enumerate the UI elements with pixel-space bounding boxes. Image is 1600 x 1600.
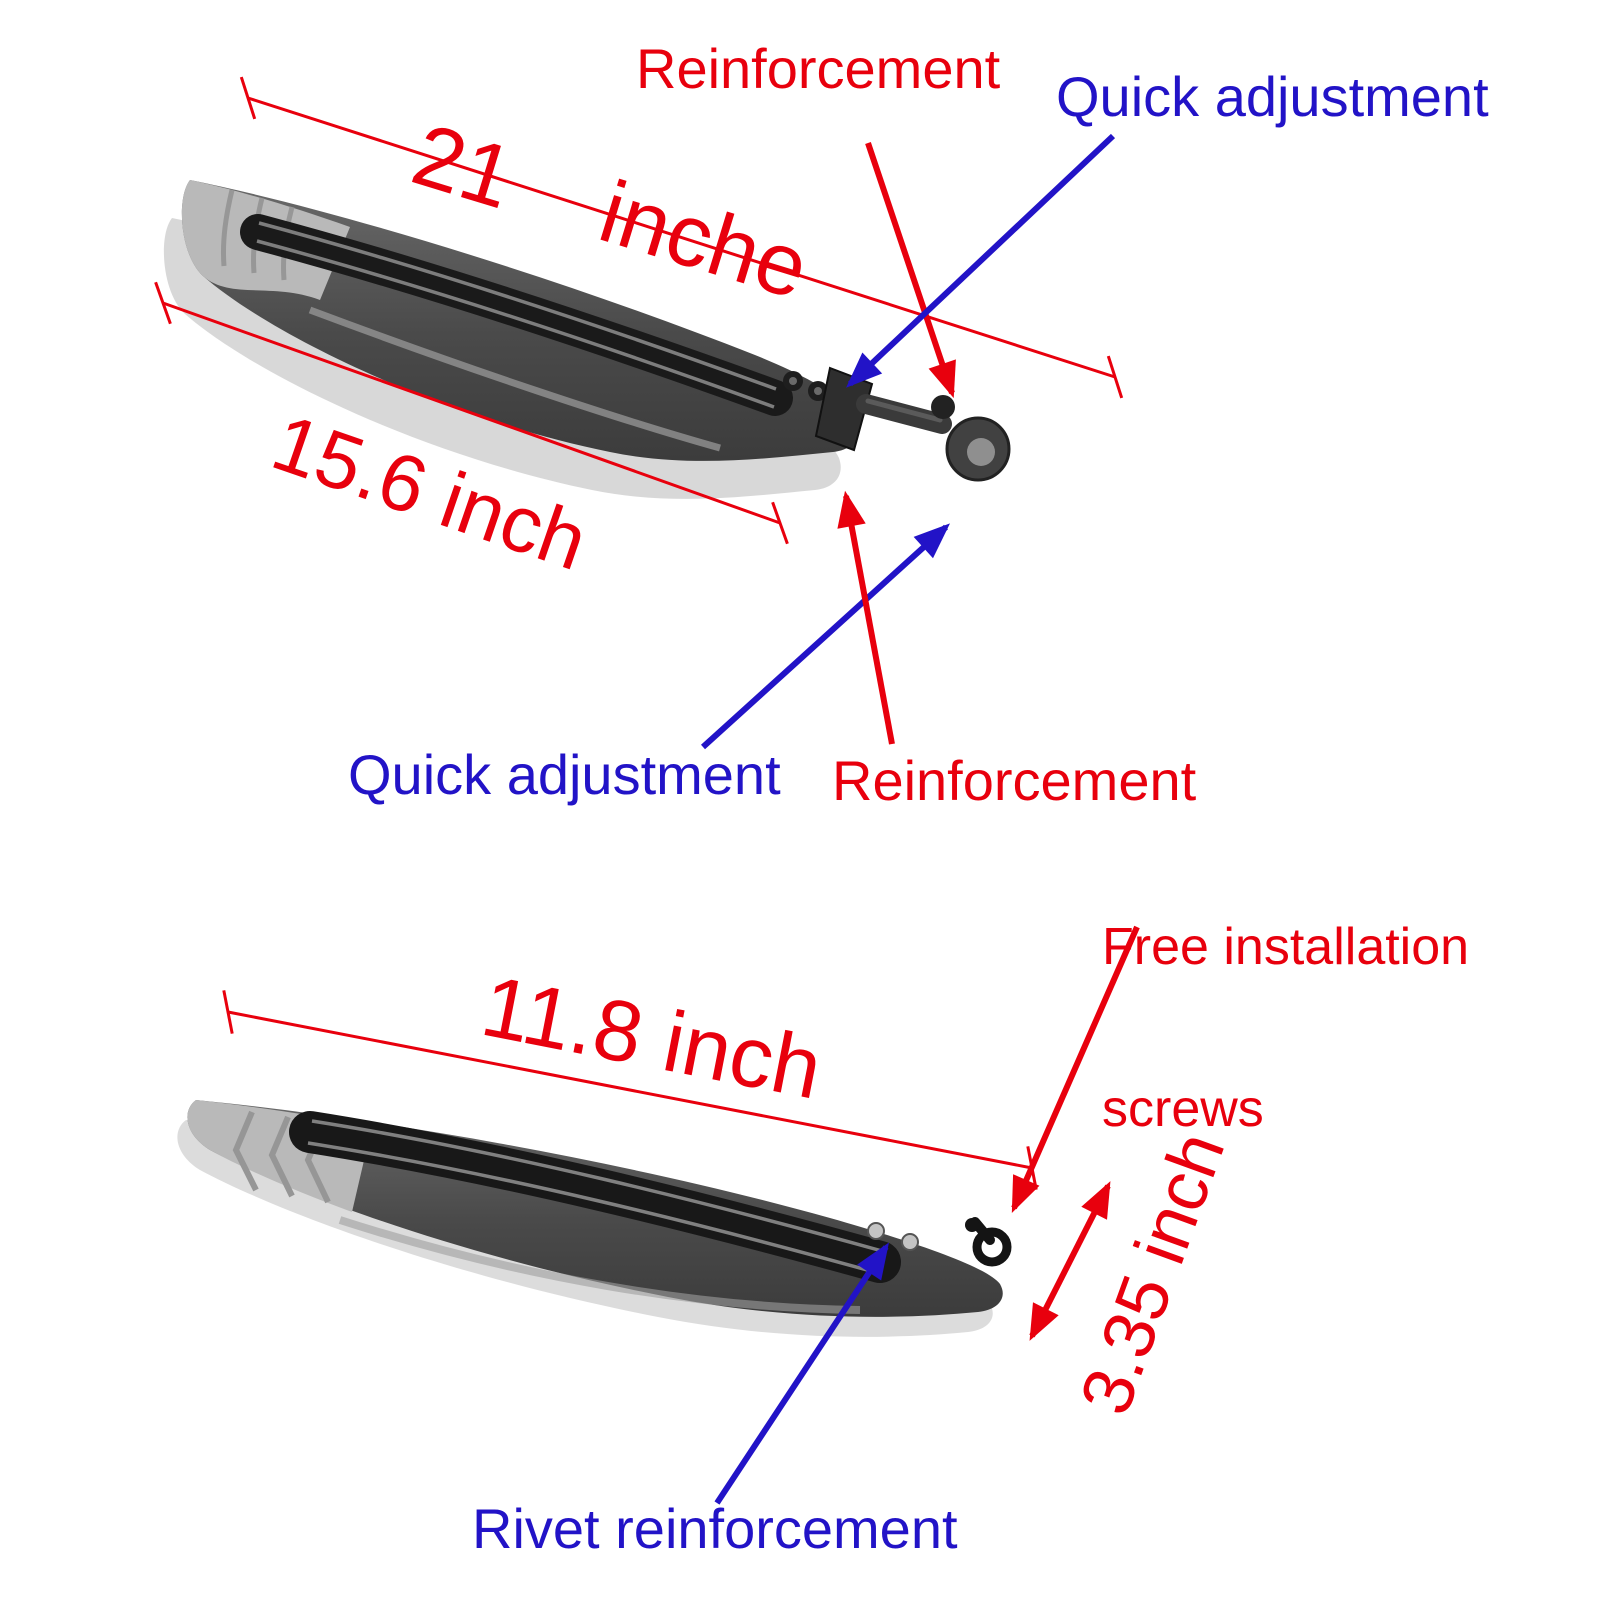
arrow-3-35-inch-width xyxy=(1029,1181,1111,1341)
rear-fender-lower-edge xyxy=(308,306,721,452)
front-fender-pinstripe-lower xyxy=(307,1141,879,1275)
arrow-free-installation-screws xyxy=(1011,925,1140,1213)
rear-fender-pinstripe-upper xyxy=(258,221,777,391)
front-fender-stripe xyxy=(289,1111,901,1283)
rear-fender-stripe xyxy=(240,214,793,416)
arrow-reinforcement-top xyxy=(865,142,956,399)
front-fender-illustration xyxy=(177,1100,1012,1337)
label-quick-adjustment-bottom: Quick adjustment xyxy=(348,743,781,806)
label-free-installation-line1: Free installation xyxy=(1102,918,1470,977)
dimension-line-15-6-inch xyxy=(154,281,789,545)
front-fender-rivets xyxy=(867,1222,919,1251)
label-free-installation-screws: Free installation screws xyxy=(1102,812,1469,1245)
label-rivet-reinforcement: Rivet reinforcement xyxy=(472,1497,958,1560)
rear-fender-pinstripe-lower xyxy=(256,239,775,409)
arrow-quick-adjustment-top xyxy=(846,133,1116,388)
label-reinforcement-top: Reinforcement xyxy=(636,37,1001,100)
label-quick-adjustment-top: Quick adjustment xyxy=(1056,65,1489,128)
rear-fender-mount-bracket xyxy=(783,366,1011,482)
arrow-reinforcement-bottom xyxy=(837,490,895,745)
arrow-quick-adjustment-bottom xyxy=(700,523,951,750)
label-free-installation-line2: screws xyxy=(1102,1080,1264,1139)
arrow-rivet-reinforcement xyxy=(714,1242,889,1505)
front-fender-mount-hook xyxy=(965,1217,1012,1267)
front-fender-lower-edge xyxy=(338,1216,861,1314)
label-reinforcement-bottom: Reinforcement xyxy=(832,749,1197,812)
front-fender-pinstripe-upper xyxy=(311,1119,883,1253)
rear-fender-illustration xyxy=(163,180,1011,499)
dimension-line-21-inch xyxy=(239,76,1124,399)
